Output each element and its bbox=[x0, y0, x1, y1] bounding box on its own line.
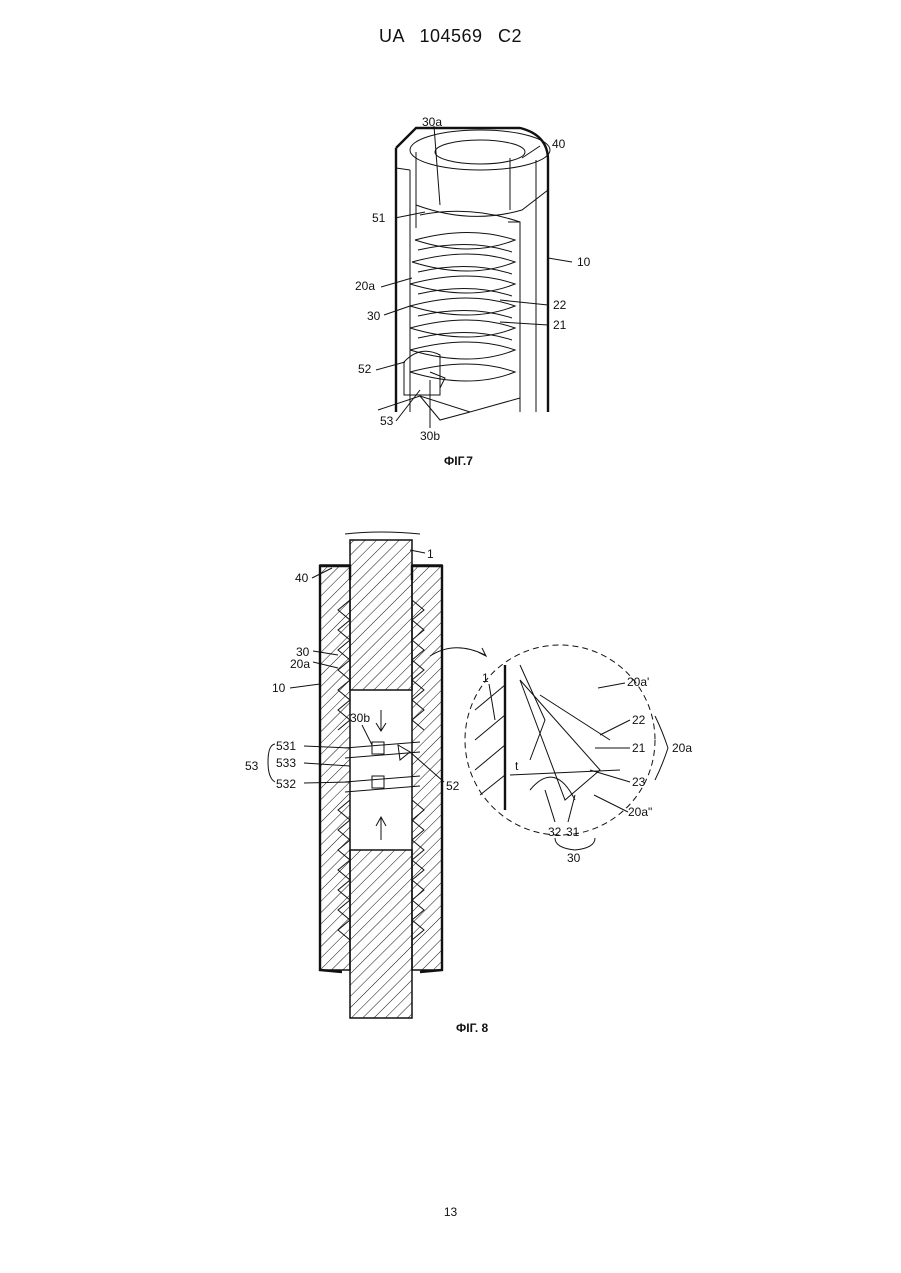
fig8-label: 22 bbox=[632, 713, 646, 727]
valve-assembly-53 bbox=[345, 742, 420, 792]
fig8-label: 53 bbox=[245, 759, 259, 773]
fig8-label: 20a' bbox=[627, 675, 649, 689]
fig8-label: 30 bbox=[567, 851, 581, 865]
detail-circle bbox=[465, 645, 655, 835]
fig8-label: 20a" bbox=[628, 805, 652, 819]
fig8-label: 1 bbox=[482, 671, 489, 685]
fig8-label: 20a bbox=[672, 741, 692, 755]
fig8-labels: 1 40 30 20a 10 30b 531 533 53 532 52 1 2… bbox=[245, 547, 692, 865]
fig8-label: 533 bbox=[276, 756, 296, 770]
fig8-label: 52 bbox=[446, 779, 460, 793]
fig8-label: 1 bbox=[427, 547, 434, 561]
fig8-label: 532 bbox=[276, 777, 296, 791]
fig8-label: 30b bbox=[350, 711, 370, 725]
fig8-label: 20a bbox=[290, 657, 310, 671]
upper-rod-1 bbox=[345, 532, 420, 690]
figure-8-drawing: 1 40 30 20a 10 30b 531 533 53 532 52 1 2… bbox=[0, 0, 901, 1050]
fig8-label: 10 bbox=[272, 681, 286, 695]
fig8-label: 21 bbox=[632, 741, 646, 755]
fig8-label: 23 bbox=[632, 775, 646, 789]
fig8-label: 40 bbox=[295, 571, 309, 585]
figure-8-caption: ФІГ. 8 bbox=[456, 1021, 488, 1035]
motion-arrows bbox=[376, 710, 386, 840]
right-sleeve-10 bbox=[412, 565, 442, 972]
page-number: 13 bbox=[0, 1205, 901, 1219]
left-sleeve-10 bbox=[320, 565, 350, 972]
fig8-label: t bbox=[515, 759, 519, 773]
fig8-label: 32 bbox=[548, 825, 562, 839]
fig8-label: 531 bbox=[276, 739, 296, 753]
lower-rod-1 bbox=[350, 850, 412, 1018]
fig8-label: 31 bbox=[566, 825, 580, 839]
